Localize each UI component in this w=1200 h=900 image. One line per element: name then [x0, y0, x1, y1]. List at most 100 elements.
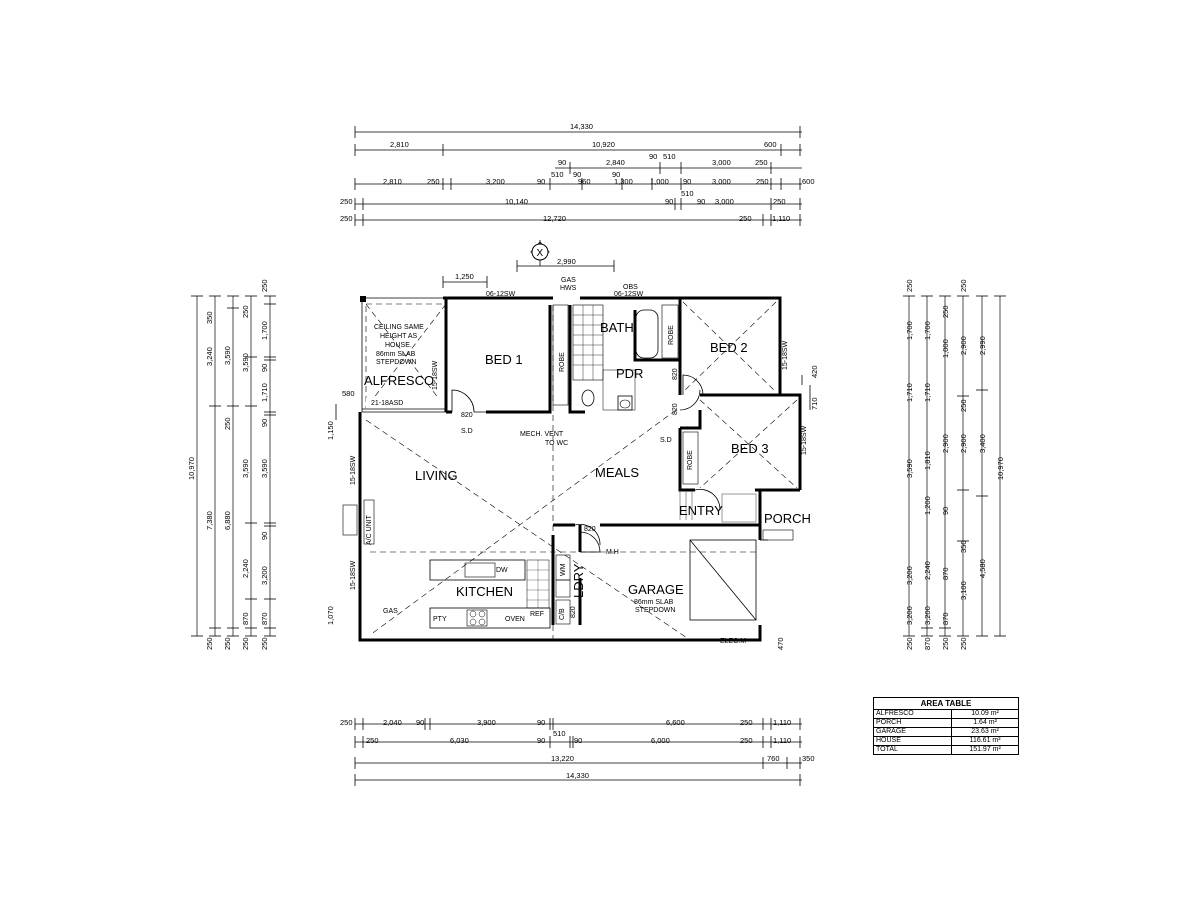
area-table: AREA TABLE ALFRESCO 10.09 m² PORCH 1.64 …: [872, 697, 1019, 755]
dim-label: 7,380: [205, 511, 214, 530]
dim-label: 90: [260, 532, 269, 540]
dim-label: 12,720: [543, 214, 566, 223]
dim-label: 250: [959, 637, 968, 650]
area-value: 116.61 m²: [951, 736, 1019, 746]
area-value: 1.64 m²: [951, 718, 1019, 728]
dim-label: 1,070: [326, 606, 335, 625]
dim-label: 870: [941, 612, 950, 625]
dim-label: 1,300: [614, 177, 633, 186]
garage-slab-note: STEPDOWN: [635, 607, 675, 614]
dim-bottom-overall: 14,330: [566, 771, 589, 780]
dim-label: 3,100: [959, 581, 968, 600]
room-garage: GARAGE: [628, 582, 684, 597]
dim-label: 250: [241, 305, 250, 318]
dim-label: 250: [223, 417, 232, 430]
dim-label: 250: [340, 718, 353, 727]
door-size: 820: [672, 368, 679, 380]
dim-label: 510: [553, 729, 566, 738]
dim-label: 90: [573, 170, 581, 179]
table-row: HOUSE 116.61 m²: [872, 736, 1019, 746]
ceiling-note: 86mm SLAB: [376, 351, 416, 358]
dim-label: 1,110: [773, 718, 791, 727]
dim-label: 2,840: [606, 158, 625, 167]
top-dimensions: 14,330 2,810 10,920 600 90 2,840 90 510 …: [340, 122, 815, 226]
dim-left-overall: 10,970: [187, 457, 196, 480]
dim-label: 6,030: [450, 736, 469, 745]
ceiling-note: CEILING SAME: [374, 324, 424, 331]
dim-label: 90: [612, 170, 620, 179]
room-labels: ALFRESCO BED 1 BED 2 BED 3 BATH PDR LIVI…: [364, 320, 811, 599]
dim-label: 960: [578, 177, 591, 186]
smoke-detector-label: S.D: [461, 428, 473, 435]
table-row: GARAGE 23.63 m²: [872, 727, 1019, 737]
window-label: 15-18SW: [350, 560, 357, 590]
dim-label: 250: [427, 177, 440, 186]
dim-label: 250: [740, 718, 753, 727]
gas-hws-note: HWS: [560, 285, 577, 292]
dim-label: 90: [697, 197, 705, 206]
dim-label: 250: [773, 197, 786, 206]
dim-label: 760: [767, 754, 780, 763]
dim-label: 1,110: [773, 736, 791, 745]
ceiling-note: STEPDOWN: [376, 359, 416, 366]
dim-label: 2,810: [383, 177, 402, 186]
dim-label: 13,220: [551, 754, 574, 763]
dim-label: 870: [241, 612, 250, 625]
dim-label: 470: [776, 637, 785, 650]
room-entry: ENTRY: [679, 503, 723, 518]
dim-label: 6,880: [223, 511, 232, 530]
area-label: TOTAL: [872, 745, 953, 755]
dim-label: 870: [923, 637, 932, 650]
door-size: 820: [584, 526, 596, 533]
right-dimensions: 10,970 2,990 3,400 4,580 250 2,900 250 2…: [776, 279, 1006, 650]
dim-label: 250: [340, 214, 353, 223]
gas-label: GAS: [383, 608, 398, 615]
area-table-title: AREA TABLE: [873, 697, 1019, 710]
dim-label: 3,590: [260, 459, 269, 478]
dim-label: 510: [663, 152, 676, 161]
dim-label: 90: [574, 736, 582, 745]
area-value: 23.63 m²: [951, 727, 1019, 737]
dim-top-overall: 14,330: [570, 122, 593, 131]
dim-label: 2,240: [241, 559, 250, 578]
dim-label: 3,200: [905, 566, 914, 585]
dim-label: 3,590: [241, 459, 250, 478]
room-ldry: LDRY: [571, 563, 586, 598]
dim-label: 350: [802, 754, 815, 763]
robe-label: ROBE: [687, 450, 694, 470]
smoke-detector-label: S.D: [660, 437, 672, 444]
window-label: 15-18SW: [801, 425, 808, 455]
dim-label: 250: [223, 637, 232, 650]
dim-label: 510: [681, 189, 694, 198]
dim-label: 580: [342, 389, 355, 398]
room-alfresco: ALFRESCO: [364, 373, 434, 388]
dim-label: 6,600: [666, 718, 685, 727]
dim-label: 2,240: [923, 561, 932, 580]
dim-label: 420: [810, 365, 819, 378]
dim-label: 250: [756, 177, 769, 186]
dim-label: 250: [260, 637, 269, 650]
misc-fixtures: [335, 375, 811, 545]
door-size: 820: [672, 403, 679, 415]
dim-label: 250: [740, 736, 753, 745]
dim-label: 350: [205, 311, 214, 324]
dim-label: 3,590: [905, 459, 914, 478]
interior-walls: [444, 298, 800, 625]
kitchen-bench: [429, 559, 551, 629]
dim-label: 1,810: [923, 451, 932, 470]
dim-label: 90: [260, 364, 269, 372]
obs-note: OBS: [623, 284, 638, 291]
table-row: PORCH 1.64 m²: [872, 718, 1019, 728]
dim-label: 3,200: [486, 177, 505, 186]
dim-label: 3,900: [477, 718, 496, 727]
room-kitchen: KITCHEN: [456, 584, 513, 599]
ac-unit-label: A/C UNIT: [366, 514, 373, 545]
dim-label: 2,900: [941, 434, 950, 453]
dim-label: 870: [260, 612, 269, 625]
dim-label: 1,710: [905, 383, 914, 402]
dim-label: 3,000: [715, 197, 734, 206]
dim-label: 1,200: [923, 496, 932, 515]
dim-label: 90: [416, 718, 424, 727]
dim-label: 1,000: [650, 177, 669, 186]
dim-label: 350: [959, 540, 968, 553]
